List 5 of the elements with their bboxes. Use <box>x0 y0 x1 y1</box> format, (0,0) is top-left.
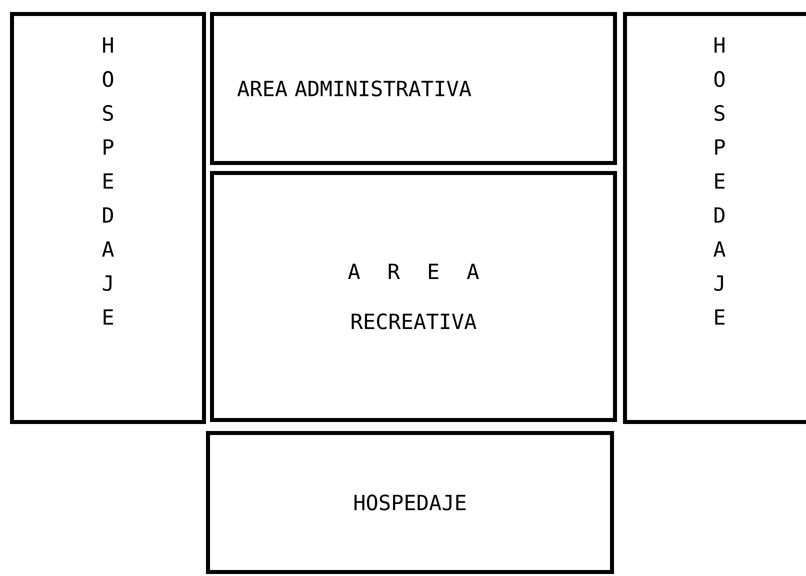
area-box: H O S P E D A J E <box>623 12 806 424</box>
area-box: H O S P E D A J E <box>10 12 206 424</box>
area-box: AREA ADMINISTRATIVA <box>210 12 617 165</box>
area-box: A R E A RECREATIVA <box>210 171 617 422</box>
area-box: HOSPEDAJE <box>206 431 614 574</box>
